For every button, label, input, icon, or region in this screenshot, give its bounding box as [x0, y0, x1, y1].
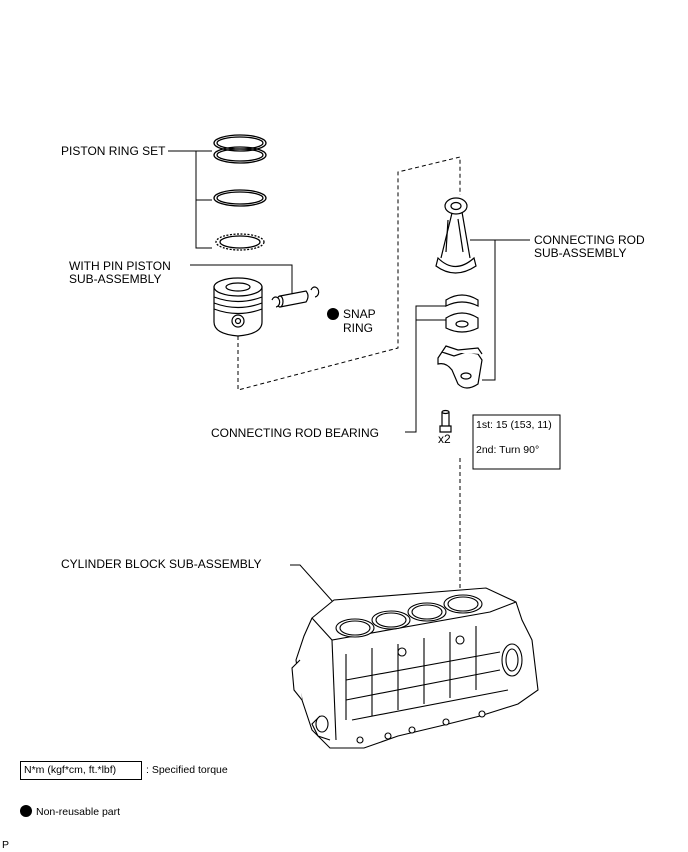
label-connecting-rod-line2: SUB-ASSEMBLY: [534, 246, 627, 260]
torque-second: 2nd: Turn 90°: [476, 444, 540, 456]
label-snap-ring-line1: SNAP: [343, 307, 376, 321]
piston-pin: [271, 286, 320, 308]
leader-cylinder-block: [290, 564, 343, 613]
label-with-pin-piston-line1: WITH PIN PISTON: [69, 259, 171, 273]
leader-piston-ring-set: [168, 150, 212, 249]
cylinder-block: [291, 587, 539, 749]
legend-torque-unit: N*m (kgf*cm, ft.*lbf): [24, 764, 117, 776]
piston-rings: [213, 134, 267, 251]
footer-code: P: [2, 839, 10, 851]
leader-connecting-rod: [470, 239, 530, 381]
leader-connecting-rod-bearing: [405, 305, 446, 433]
label-piston-ring-set: PISTON RING SET: [61, 144, 166, 158]
legend-torque-box: N*m (kgf*cm, ft.*lbf): [20, 761, 142, 780]
label-cylinder-block: CYLINDER BLOCK SUB-ASSEMBLY: [61, 557, 262, 571]
piston: [213, 277, 263, 337]
label-connecting-rod-bearing: CONNECTING ROD BEARING: [211, 426, 380, 440]
legend-torque-desc: : Specified torque: [146, 764, 228, 776]
label-bolt-qty: x2: [438, 432, 451, 446]
connecting-rod: [435, 197, 477, 274]
snap-ring-dot: [327, 308, 339, 320]
legend-dot: [20, 805, 32, 817]
bolt: [439, 409, 452, 433]
torque-box: [472, 414, 561, 470]
rod-cap: [437, 345, 483, 389]
legend-non-reusable: Non-reusable part: [36, 806, 121, 818]
label-connecting-rod-line1: CONNECTING ROD: [534, 233, 645, 247]
label-snap-ring-line2: RING: [343, 321, 373, 335]
bearing-upper: [445, 294, 479, 333]
dashed-assembly-line: [237, 156, 461, 391]
label-with-pin-piston-line2: SUB-ASSEMBLY: [69, 272, 162, 286]
torque-first: 1st: 15 (153, 11): [476, 419, 552, 431]
